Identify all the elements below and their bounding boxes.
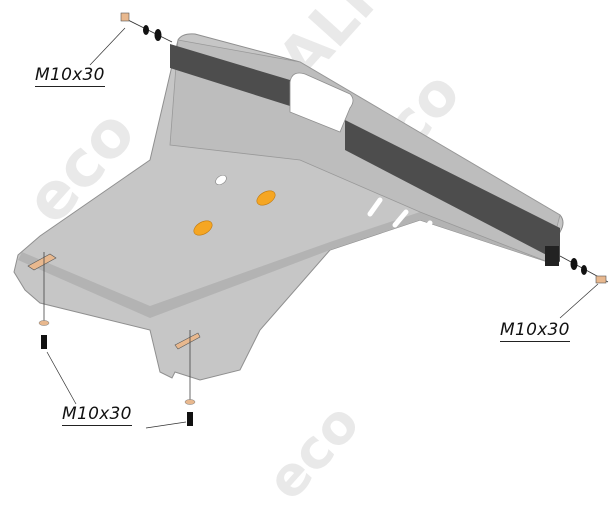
leader-line-bottom-center [145, 421, 187, 429]
front-slots [367, 197, 433, 239]
plate-shadow-band-right [345, 120, 560, 262]
skid-plate-drawing [13, 12, 609, 429]
leader-line-top-left [89, 27, 126, 66]
leader-line-bottom-left [46, 351, 77, 405]
bolt-assembly-front-left [27, 252, 77, 405]
bolt-label-right: M10x30 [500, 320, 570, 342]
diagram-canvas: eco ALF eco ALF eco [11, 0, 609, 512]
leader-line-right [559, 283, 599, 319]
plate-hole [215, 174, 227, 186]
bolt-assembly-front-center [145, 330, 201, 429]
skid-plate [13, 33, 564, 381]
bolt-assembly-top-left [89, 12, 173, 66]
bolt-label-bottom: M10x30 [62, 404, 132, 426]
plate-cutout [289, 72, 354, 133]
right-bracket [545, 246, 559, 266]
plate-shadow-band-left [170, 44, 290, 106]
bolt-label-top-left: M10x30 [35, 65, 105, 87]
bolt-assembly-right [545, 246, 609, 319]
orange-pads [193, 190, 276, 236]
